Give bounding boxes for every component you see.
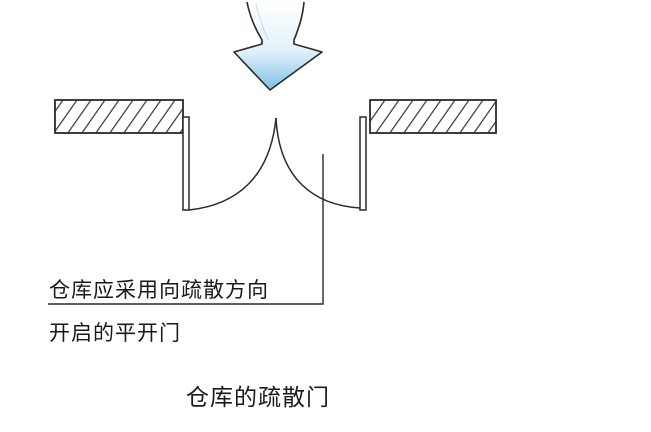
right-wall bbox=[369, 99, 497, 134]
diagram-caption: 仓库的疏散门 bbox=[186, 385, 330, 411]
leader-line bbox=[48, 154, 324, 305]
left-wall bbox=[54, 99, 184, 134]
annotation-line-2: 开启的平开门 bbox=[49, 321, 181, 345]
down-arrow-icon bbox=[233, 1, 323, 91]
door-swing-arcs bbox=[188, 117, 361, 211]
right-door-leaf bbox=[359, 116, 367, 211]
left-door-leaf bbox=[182, 116, 190, 211]
annotation-label: 仓库应采用向疏散方向 开启的平开门 bbox=[49, 278, 269, 345]
annotation-line-1: 仓库应采用向疏散方向 bbox=[49, 278, 269, 302]
